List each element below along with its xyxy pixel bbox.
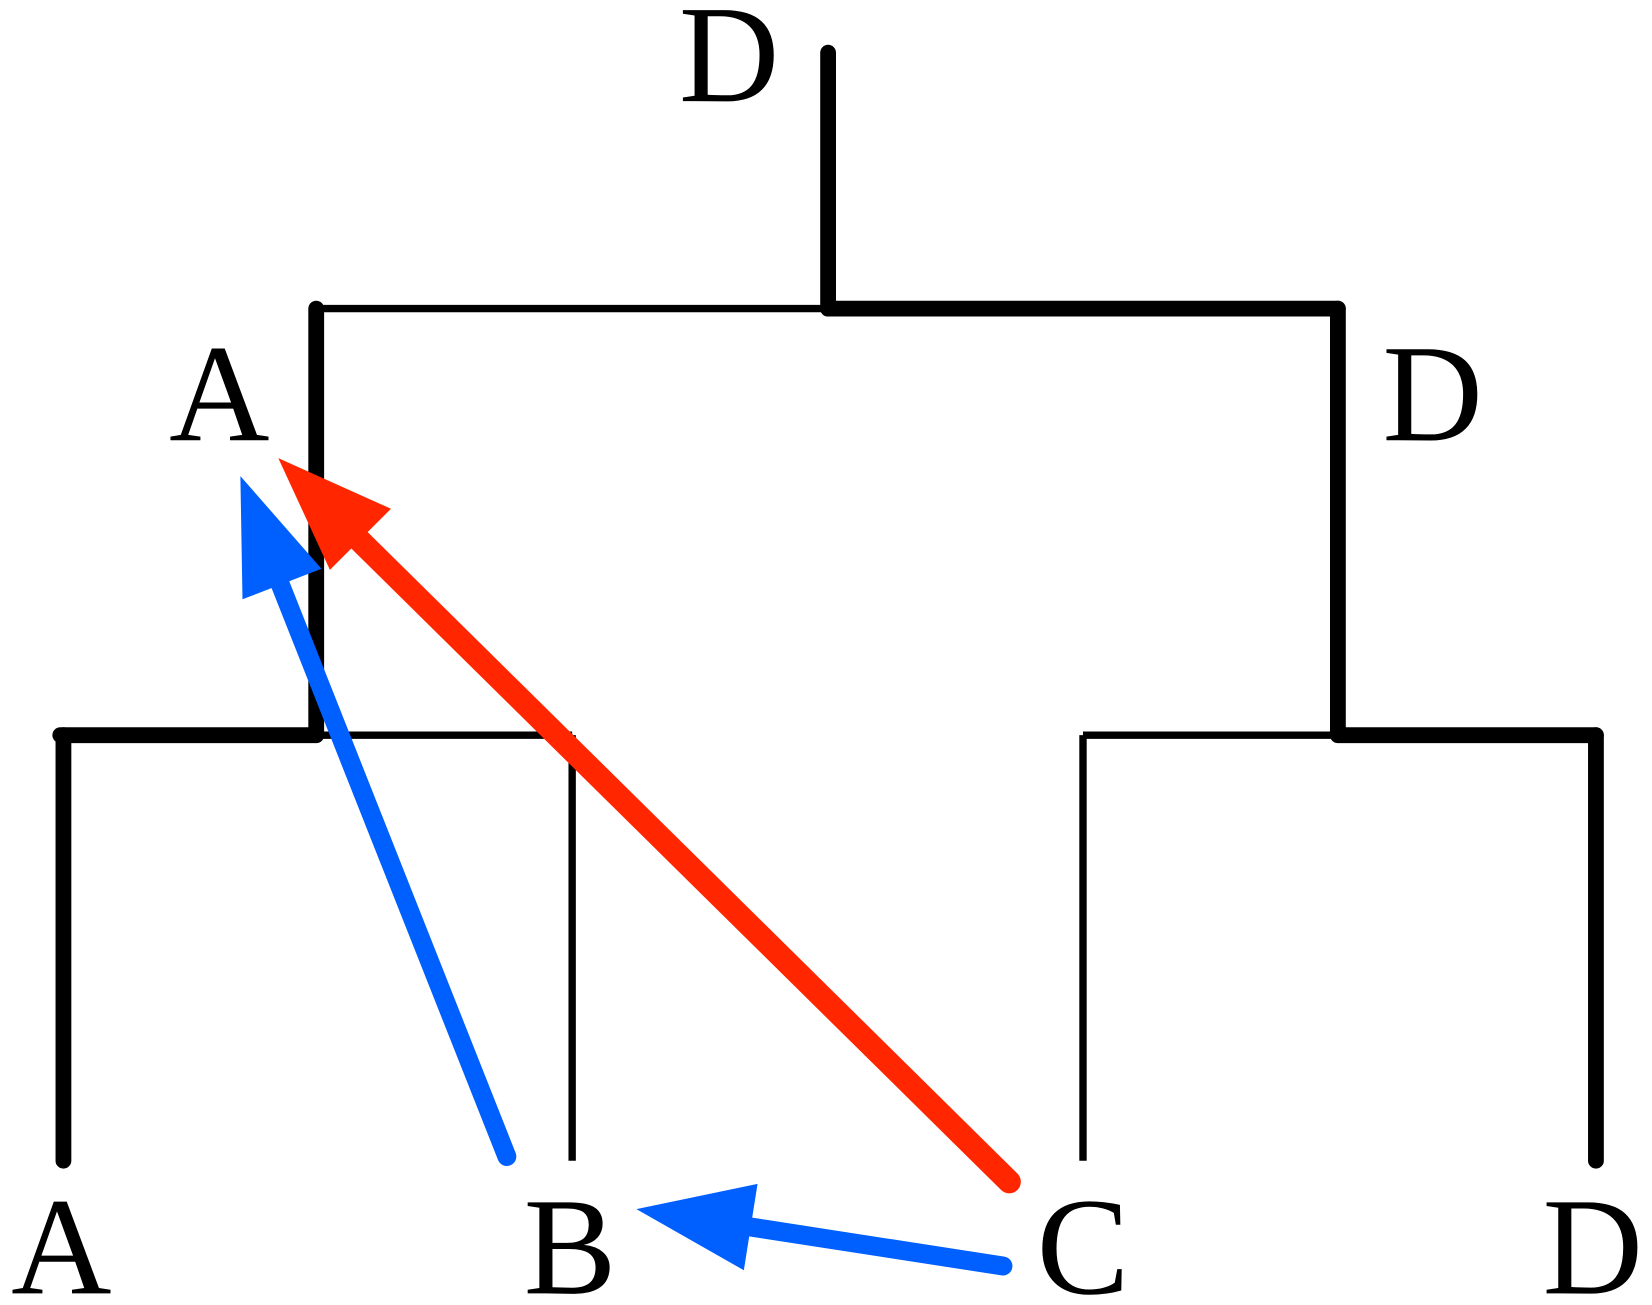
red-arrow-head (278, 458, 391, 570)
blue-arrow-shaft (266, 564, 517, 1166)
blue-arrow-shaft (728, 1215, 1013, 1276)
blue-arrow-c-to-b (636, 1183, 1013, 1276)
red-arrow-c-to-a (278, 458, 1021, 1194)
leaf-c-label: C (1037, 1170, 1130, 1305)
blue-arrow-head (636, 1183, 758, 1271)
right-internal-label: D (1382, 317, 1482, 471)
red-arrow-shaft (336, 517, 1021, 1194)
root-label: D (679, 0, 779, 132)
blue-arrow-head (240, 476, 322, 600)
left-internal-label: A (169, 317, 269, 471)
blue-arrow-b-to-a (240, 476, 517, 1166)
leaf-d-label: D (1543, 1170, 1643, 1305)
leaf-b-label: B (524, 1170, 617, 1305)
leaf-a-label: A (11, 1170, 111, 1305)
